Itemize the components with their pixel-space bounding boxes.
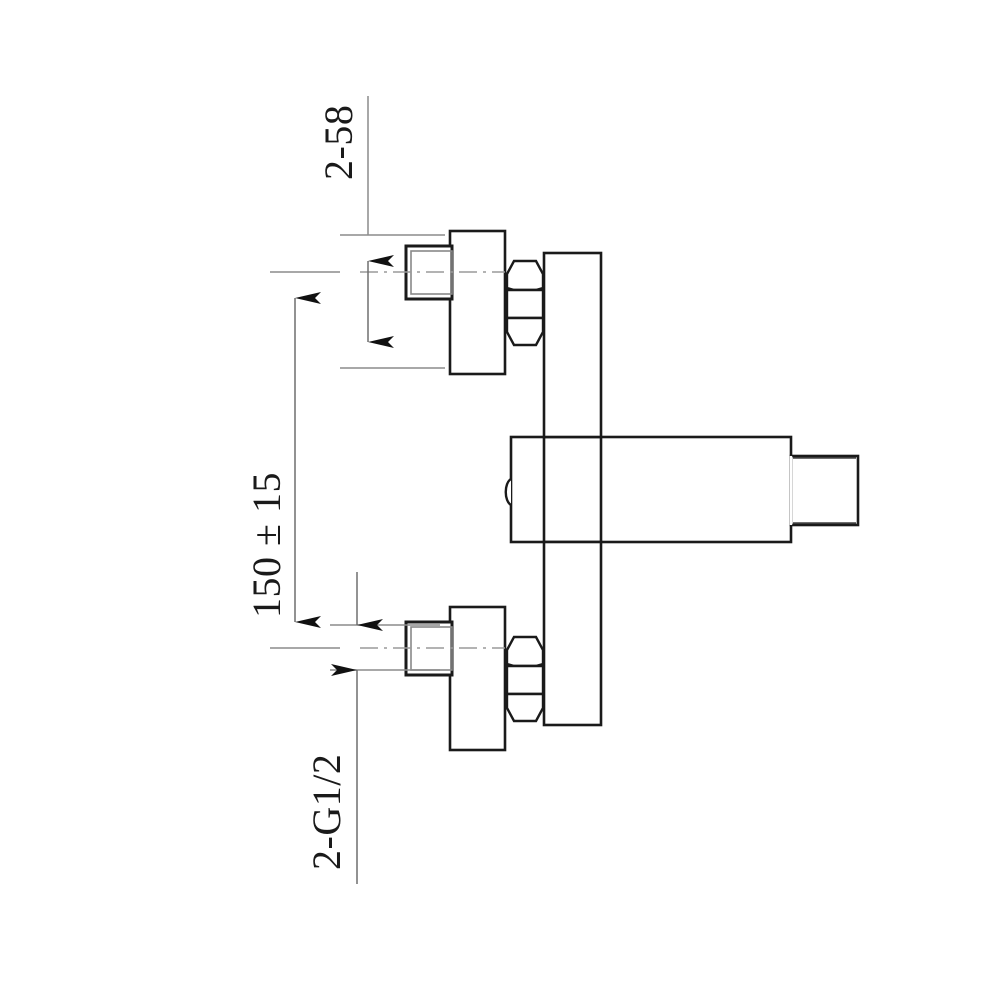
dimension-inlet-height: 150 ± 15 [244,271,340,649]
hex-nut-face-top [505,635,545,668]
wall-plate-lower-section [542,540,603,727]
wall-mount-plate [542,251,603,727]
main-body-outline [509,435,793,544]
dimension-inlet-spacing: 2-58 [316,96,445,369]
upper-inlet-flange [448,229,507,376]
upper-inlet-hex-nut [505,259,545,347]
hex-nut-face-bottom [505,692,545,723]
dimension-label-inlet-thread: 2-G1/2 [304,754,349,870]
hex-nut-face-bottom [505,316,545,347]
dimension-label-inlet-spacing: 2-58 [316,105,361,180]
lower-inlet-hex-nut [505,635,545,723]
wall-plate-upper-section [542,251,603,439]
spout-outline [789,454,860,527]
spout-outlet [789,454,860,527]
mixer-main-body [504,435,793,544]
hex-nut-face-top [505,259,545,292]
lower-inlet-flange [448,605,507,752]
lower-inlet-assembly [360,605,545,752]
dimension-inlet-thread: 2-G1/2 [304,572,440,884]
upper-inlet-assembly [360,229,545,376]
hex-nut-face-middle [505,288,545,320]
body-side-button-icon [504,477,512,507]
hex-nut-face-middle [505,664,545,696]
dimension-label-inlet-height: 150 ± 15 [244,472,289,618]
